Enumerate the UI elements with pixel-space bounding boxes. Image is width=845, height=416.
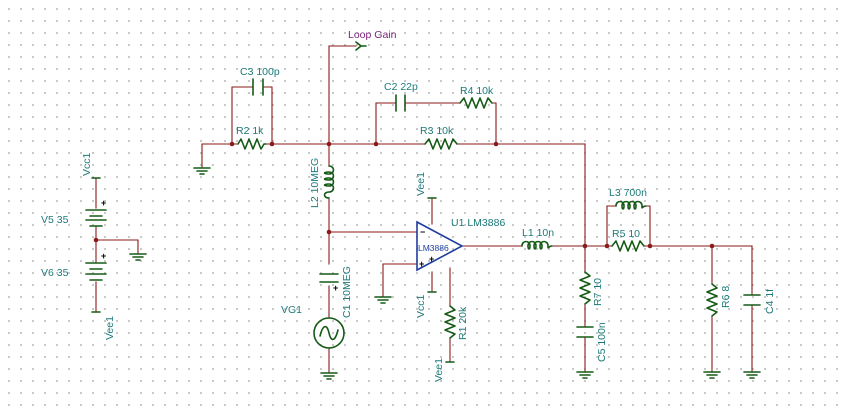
ground-icon — [320, 372, 338, 380]
r7-label: R7 10 — [592, 278, 604, 306]
battery-v6[interactable]: + V6 35 — [41, 251, 107, 281]
opamp-supply-nets: Vee1 Vcc1 — [415, 172, 437, 318]
vcc-opamp-label: Vcc1 — [415, 294, 427, 318]
ground-icon — [743, 371, 761, 379]
resistor-r4[interactable]: R4 10k — [459, 85, 494, 109]
ground-icon — [193, 167, 211, 175]
capacitor-c3[interactable]: C3 100p — [240, 66, 280, 96]
c5-label: C5 100n — [596, 322, 608, 362]
ground-symbols — [129, 167, 761, 380]
capacitor-c1[interactable]: + C1 10MEG — [319, 266, 353, 318]
wires — [95, 45, 753, 374]
v5-label: V5 35 — [41, 214, 69, 226]
c2-label: C2 22p — [384, 81, 418, 93]
signal-source-vg1[interactable]: VG1 — [281, 304, 345, 349]
r5-label: R5 10 — [612, 228, 640, 240]
vee-opamp-label: Vee1 — [415, 172, 427, 196]
r1-label: R1 20k — [457, 306, 469, 340]
v6-label: V6 35 — [41, 267, 69, 279]
c4-label: C4 1f — [764, 289, 776, 314]
loop-gain-probe[interactable]: Loop Gain — [348, 29, 397, 51]
opamp-u1[interactable]: LM3886 − + + U1 LM3886 — [416, 217, 505, 272]
opamp-body-label: LM3886 — [418, 243, 449, 253]
opamp-vcc-plus-sign: + — [429, 254, 434, 264]
ground-icon — [129, 253, 147, 261]
resistor-r6[interactable]: R6 8 — [706, 283, 732, 317]
ground-icon — [374, 296, 392, 304]
l3-label: L3 700n — [609, 187, 647, 199]
r4-label: R4 10k — [460, 85, 494, 97]
c1-label: C1 10MEG — [341, 266, 353, 318]
c1-plus-sign: + — [333, 283, 338, 293]
vee-r1-label: Vee1 — [433, 358, 445, 382]
resistor-r5[interactable]: R5 10 — [611, 228, 645, 252]
junctions — [93, 141, 715, 249]
resistor-r1[interactable]: R1 20k — [444, 305, 469, 340]
supply-nets: Vcc1 Vee1 — [81, 152, 116, 340]
ground-icon — [703, 371, 721, 379]
resistor-r2[interactable]: R2 1k — [236, 125, 267, 150]
r3-label: R3 10k — [420, 125, 454, 137]
opamp-minus-sign: − — [420, 227, 425, 237]
inductor-l3[interactable]: L3 700n — [609, 187, 647, 210]
vg1-label: VG1 — [281, 304, 302, 316]
inductor-l1[interactable]: L1 10n — [521, 227, 554, 250]
vee-supply-label: Vee1 — [104, 316, 116, 340]
resistor-r3[interactable]: R3 10k — [420, 125, 458, 150]
capacitor-c5[interactable]: C5 100n — [576, 322, 608, 362]
vee-r1-net: Vee1 — [433, 358, 455, 382]
inductor-l2[interactable]: L2 10MEG — [309, 158, 335, 208]
u1-label: U1 LM3886 — [451, 217, 505, 229]
ground-icon — [576, 371, 594, 379]
l2-label: L2 10MEG — [309, 158, 321, 208]
r2-label: R2 1k — [236, 125, 264, 137]
loop-gain-label: Loop Gain — [348, 29, 397, 41]
capacitor-c4[interactable]: C4 1f — [743, 289, 776, 314]
capacitor-c2[interactable]: C2 22p — [384, 81, 418, 112]
l1-label: L1 10n — [522, 227, 554, 239]
c3-label: C3 100p — [240, 66, 280, 78]
battery-v5[interactable]: + V5 35 — [41, 198, 107, 227]
v5-plus-sign: + — [101, 198, 106, 208]
vcc-supply-label: Vcc1 — [81, 152, 93, 176]
r6-label: R6 8 — [720, 286, 732, 308]
opamp-plus-sign: + — [419, 259, 424, 269]
v6-plus-sign: + — [101, 251, 106, 261]
resistor-r7[interactable]: R7 10 — [579, 271, 604, 306]
